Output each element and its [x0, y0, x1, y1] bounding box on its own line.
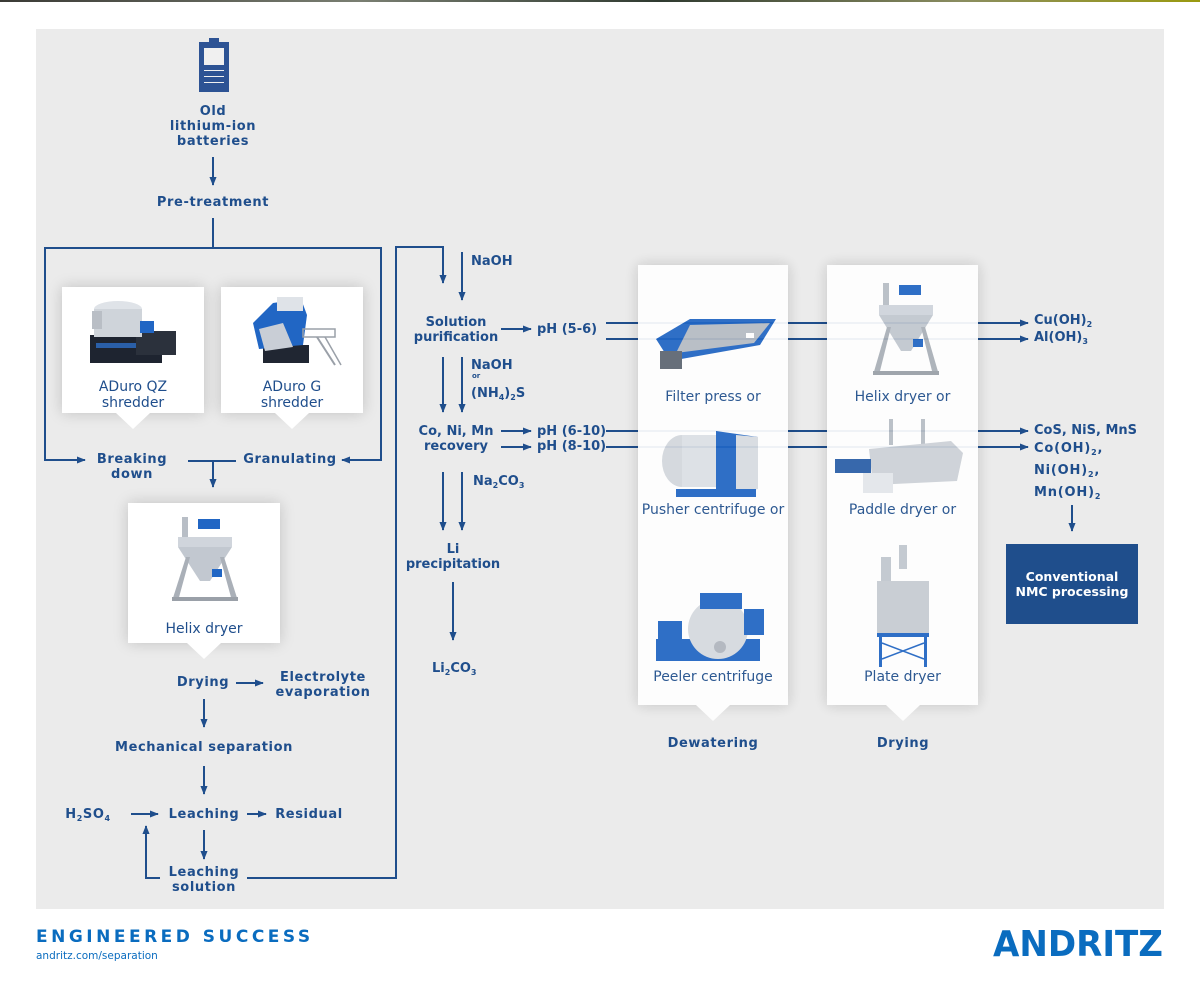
caption-helix-dryer: Helix dryer: [165, 621, 243, 637]
label-na2co3: Na2CO3: [473, 474, 525, 490]
label-ph-5-6: pH (5-6): [537, 322, 598, 337]
top-image-strip: [0, 0, 1200, 2]
label-hydroxides: Co(OH)2, Ni(OH)2, Mn(OH)2: [1034, 441, 1104, 501]
card-pointer: [116, 413, 150, 429]
label-naoh-1: NaOH: [471, 254, 513, 269]
andritz-logo-text: ANDRITZ: [993, 924, 1163, 960]
filter-press-image: [650, 309, 776, 375]
card-pointer: [696, 705, 730, 721]
label-granulating: Granulating: [243, 452, 337, 467]
card-pointer: [187, 643, 221, 659]
footer-tagline: ENGINEERED SUCCESS: [36, 927, 314, 947]
plate-dryer-image: [871, 543, 935, 673]
caption-helix-dryer: Helix dryer or: [854, 389, 951, 405]
label-ph-6-10: pH (6-10): [537, 424, 607, 439]
label-sulfides: CoS, NiS, MnS: [1034, 423, 1138, 438]
label-mechanical-separation: Mechanical separation: [115, 740, 293, 755]
caption-peeler-centrifuge: Peeler centrifuge: [653, 669, 773, 685]
andritz-logo[interactable]: ANDRITZ: [993, 924, 1165, 965]
label-ph-8-10: pH (8-10): [537, 439, 607, 454]
label-li2co3: Li2CO3: [432, 661, 477, 677]
label-leaching: Leaching: [168, 807, 240, 822]
label-pretreatment: Pre-treatment: [156, 195, 270, 210]
aduro-g-shredder-image: [243, 293, 343, 373]
label-or: or: [472, 372, 481, 380]
caption-paddle-dryer: Paddle dryer or: [848, 502, 957, 518]
label-nh4-2s: (NH4)2S: [471, 386, 526, 402]
label-naoh-2: NaOH: [471, 358, 513, 373]
label-al-oh-3: Al(OH)3: [1034, 330, 1088, 346]
card-pointer: [275, 413, 309, 429]
label-drying: Drying: [176, 675, 230, 690]
card-pointer: [886, 705, 920, 721]
caption-plate-dryer: Plate dryer: [864, 669, 941, 685]
diagram-panel: [36, 29, 1164, 909]
peeler-centrifuge-image: [654, 585, 774, 671]
label-drying-stage: Drying: [876, 736, 930, 751]
label-dewatering: Dewatering: [667, 736, 759, 751]
battery-icon: [199, 38, 229, 96]
label-h2so4: H2SO4: [65, 807, 111, 823]
label-cu-oh-2: Cu(OH)2: [1034, 313, 1093, 329]
caption-pusher-centrifuge: Pusher centrifuge or: [641, 502, 785, 518]
pusher-centrifuge-image: [656, 427, 766, 507]
card-drying-options[interactable]: Helix dryer or Paddle dryer or Plate dry…: [827, 265, 978, 721]
label-residual: Residual: [275, 807, 343, 822]
helix-dryer-image: [869, 279, 943, 383]
caption-filter-press: Filter press or: [665, 389, 761, 405]
card-dewatering-options[interactable]: Filter press or Pusher centrifuge or Pee…: [638, 265, 788, 721]
card-helix-dryer-pretreatment[interactable]: Helix dryer: [128, 503, 280, 659]
aduro-qz-shredder-image: [86, 295, 182, 371]
footer-url-link[interactable]: andritz.com/separation: [36, 950, 158, 962]
helix-dryer-image: [168, 513, 242, 609]
paddle-dryer-image: [833, 419, 969, 505]
